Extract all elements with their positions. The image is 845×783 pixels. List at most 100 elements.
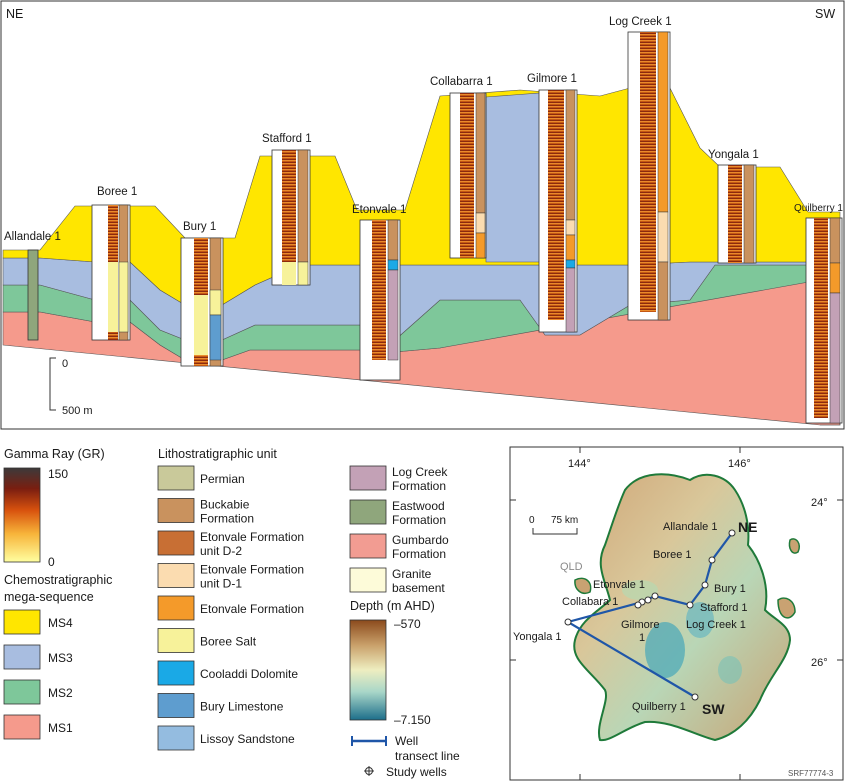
well-log-creek bbox=[627, 31, 671, 321]
well-etonvale bbox=[359, 219, 401, 381]
lon-144: 144° bbox=[568, 458, 591, 470]
well-logs bbox=[27, 31, 843, 424]
litho-swatch-5 bbox=[157, 628, 195, 653]
chemo-swatch-3 bbox=[3, 714, 41, 740]
litho-label-5-0: Boree Salt bbox=[200, 635, 257, 649]
label-allandale: Allandale 1 bbox=[4, 231, 61, 243]
litho-swatch-7 bbox=[157, 693, 195, 718]
transect-label-line1: Well bbox=[395, 734, 418, 748]
litho2-swatch-2 bbox=[349, 533, 387, 559]
chemo-label-1: MS3 bbox=[48, 651, 73, 665]
qld-label: QLD bbox=[560, 561, 583, 573]
litho-label-7-0: Bury Limestone bbox=[200, 700, 284, 714]
litho-label-1-1: Formation bbox=[200, 512, 254, 526]
litho-swatch-6 bbox=[157, 660, 195, 686]
label-yongala: Yongala 1 bbox=[708, 149, 759, 161]
litho-legend: Lithostratigraphic unit PermianBuckabieF… bbox=[157, 447, 449, 751]
litho2-label-1-1: Formation bbox=[392, 513, 446, 527]
depth-top: –570 bbox=[394, 617, 421, 631]
depth-bottom: –7.150 bbox=[394, 713, 431, 727]
ms3-upper-gap bbox=[485, 92, 541, 263]
label-boree: Boree 1 bbox=[97, 186, 137, 198]
well-transect-line bbox=[565, 532, 733, 698]
map-scale-zero: 0 bbox=[529, 515, 535, 526]
scale-zero: 0 bbox=[62, 358, 68, 370]
litho2-label-3-1: basement bbox=[392, 581, 445, 595]
litho-swatch-0 bbox=[157, 465, 195, 491]
label-quilberry: Quilberry 1 bbox=[794, 203, 843, 214]
lat-26: 26° bbox=[811, 657, 828, 669]
depth-title: Depth (m AHD) bbox=[350, 599, 435, 613]
label-etonvale: Etonvale 1 bbox=[352, 204, 406, 216]
chemo-title-line2: mega-sequence bbox=[4, 590, 94, 604]
map-ne: NE bbox=[738, 519, 757, 535]
litho-swatch-8 bbox=[157, 725, 195, 751]
litho2-label-3-0: Granite bbox=[392, 567, 432, 581]
litho-label-6-0: Cooladdi Dolomite bbox=[200, 667, 298, 681]
figure-code: SRF77774-3 bbox=[788, 769, 834, 778]
litho-label-8-0: Lissoy Sandstone bbox=[200, 732, 295, 746]
label-log-creek: Log Creek 1 bbox=[609, 16, 672, 28]
well-yongala bbox=[717, 164, 757, 264]
litho2-label-0-0: Log Creek bbox=[392, 465, 448, 479]
study-well-symbol bbox=[364, 766, 374, 776]
transect-label-line2: transect line bbox=[395, 749, 460, 763]
gamma-ray-legend: Gamma Ray (GR) 150 0 bbox=[3, 447, 105, 569]
chemo-legend: Chemostratigraphic mega-sequence MS4MS3M… bbox=[3, 573, 112, 740]
map-boree: Boree 1 bbox=[653, 549, 692, 561]
well-gilmore bbox=[538, 89, 578, 333]
lat-24: 24° bbox=[811, 497, 828, 509]
map-study-wells bbox=[564, 529, 736, 701]
chemo-label-2: MS2 bbox=[48, 686, 73, 700]
litho2-swatch-3 bbox=[349, 567, 387, 593]
label-stafford: Stafford 1 bbox=[262, 133, 312, 145]
litho-swatch-2 bbox=[157, 530, 195, 556]
litho-swatch-1 bbox=[157, 498, 195, 523]
chemo-label-0: MS4 bbox=[48, 616, 73, 630]
depth-legend: Depth (m AHD) –570 –7.150 Well transect … bbox=[349, 599, 460, 779]
direction-ne: NE bbox=[6, 7, 23, 21]
map-gilmore: Gilmore bbox=[621, 619, 660, 631]
litho-label-1-0: Buckabie bbox=[200, 498, 250, 512]
litho2-swatch-0 bbox=[349, 465, 387, 491]
label-bury: Bury 1 bbox=[183, 221, 216, 233]
litho-label-0-0: Permian bbox=[200, 472, 245, 486]
litho2-label-0-1: Formation bbox=[392, 479, 446, 493]
gamma-title: Gamma Ray (GR) bbox=[4, 447, 105, 461]
litho-label-4-0: Etonvale Formation bbox=[200, 602, 304, 616]
litho-label-3-1: unit D-1 bbox=[200, 577, 242, 591]
chemo-label-3: MS1 bbox=[48, 721, 73, 735]
location-map: 144° 146° 24° 26° 0 75 km QLD NE bbox=[509, 446, 844, 781]
map-scale-75km: 75 km bbox=[551, 515, 578, 526]
map-stafford: Stafford 1 bbox=[700, 602, 748, 614]
litho-label-3-0: Etonvale Formation bbox=[200, 563, 304, 577]
label-collabarra: Collabarra 1 bbox=[430, 76, 493, 88]
map-allandale: Allandale 1 bbox=[663, 521, 717, 533]
gamma-max: 150 bbox=[48, 467, 68, 481]
gamma-colorbar bbox=[3, 467, 41, 563]
well-collabarra bbox=[449, 92, 487, 259]
scale-500m: 500 m bbox=[62, 405, 93, 417]
well-quilberry bbox=[805, 217, 843, 424]
map-scale: 0 75 km bbox=[529, 515, 578, 535]
study-wells-label: Study wells bbox=[386, 765, 447, 779]
litho2-label-2-0: Gumbardo bbox=[392, 533, 449, 547]
well-stafford bbox=[271, 149, 311, 286]
well-boree bbox=[91, 204, 131, 341]
chemo-swatch-0 bbox=[3, 609, 41, 635]
gamma-min: 0 bbox=[48, 555, 55, 569]
map-etonvale: Etonvale 1 bbox=[593, 579, 645, 591]
well-allandale bbox=[27, 249, 39, 341]
well-labels: Allandale 1 Boree 1 Bury 1 Stafford 1 Et… bbox=[4, 16, 843, 243]
lon-146: 146° bbox=[728, 458, 751, 470]
litho-label-2-0: Etonvale Formation bbox=[200, 530, 304, 544]
map-log-creek: Log Creek 1 bbox=[686, 619, 746, 631]
map-collabara: Collabara 1 bbox=[562, 596, 618, 608]
litho-title: Lithostratigraphic unit bbox=[158, 447, 277, 461]
map-sw: SW bbox=[702, 701, 725, 717]
depth-colorbar bbox=[349, 619, 387, 721]
litho-label-2-1: unit D-2 bbox=[200, 544, 242, 558]
map-gilmore-1: 1 bbox=[639, 632, 645, 644]
well-bury bbox=[180, 237, 224, 367]
